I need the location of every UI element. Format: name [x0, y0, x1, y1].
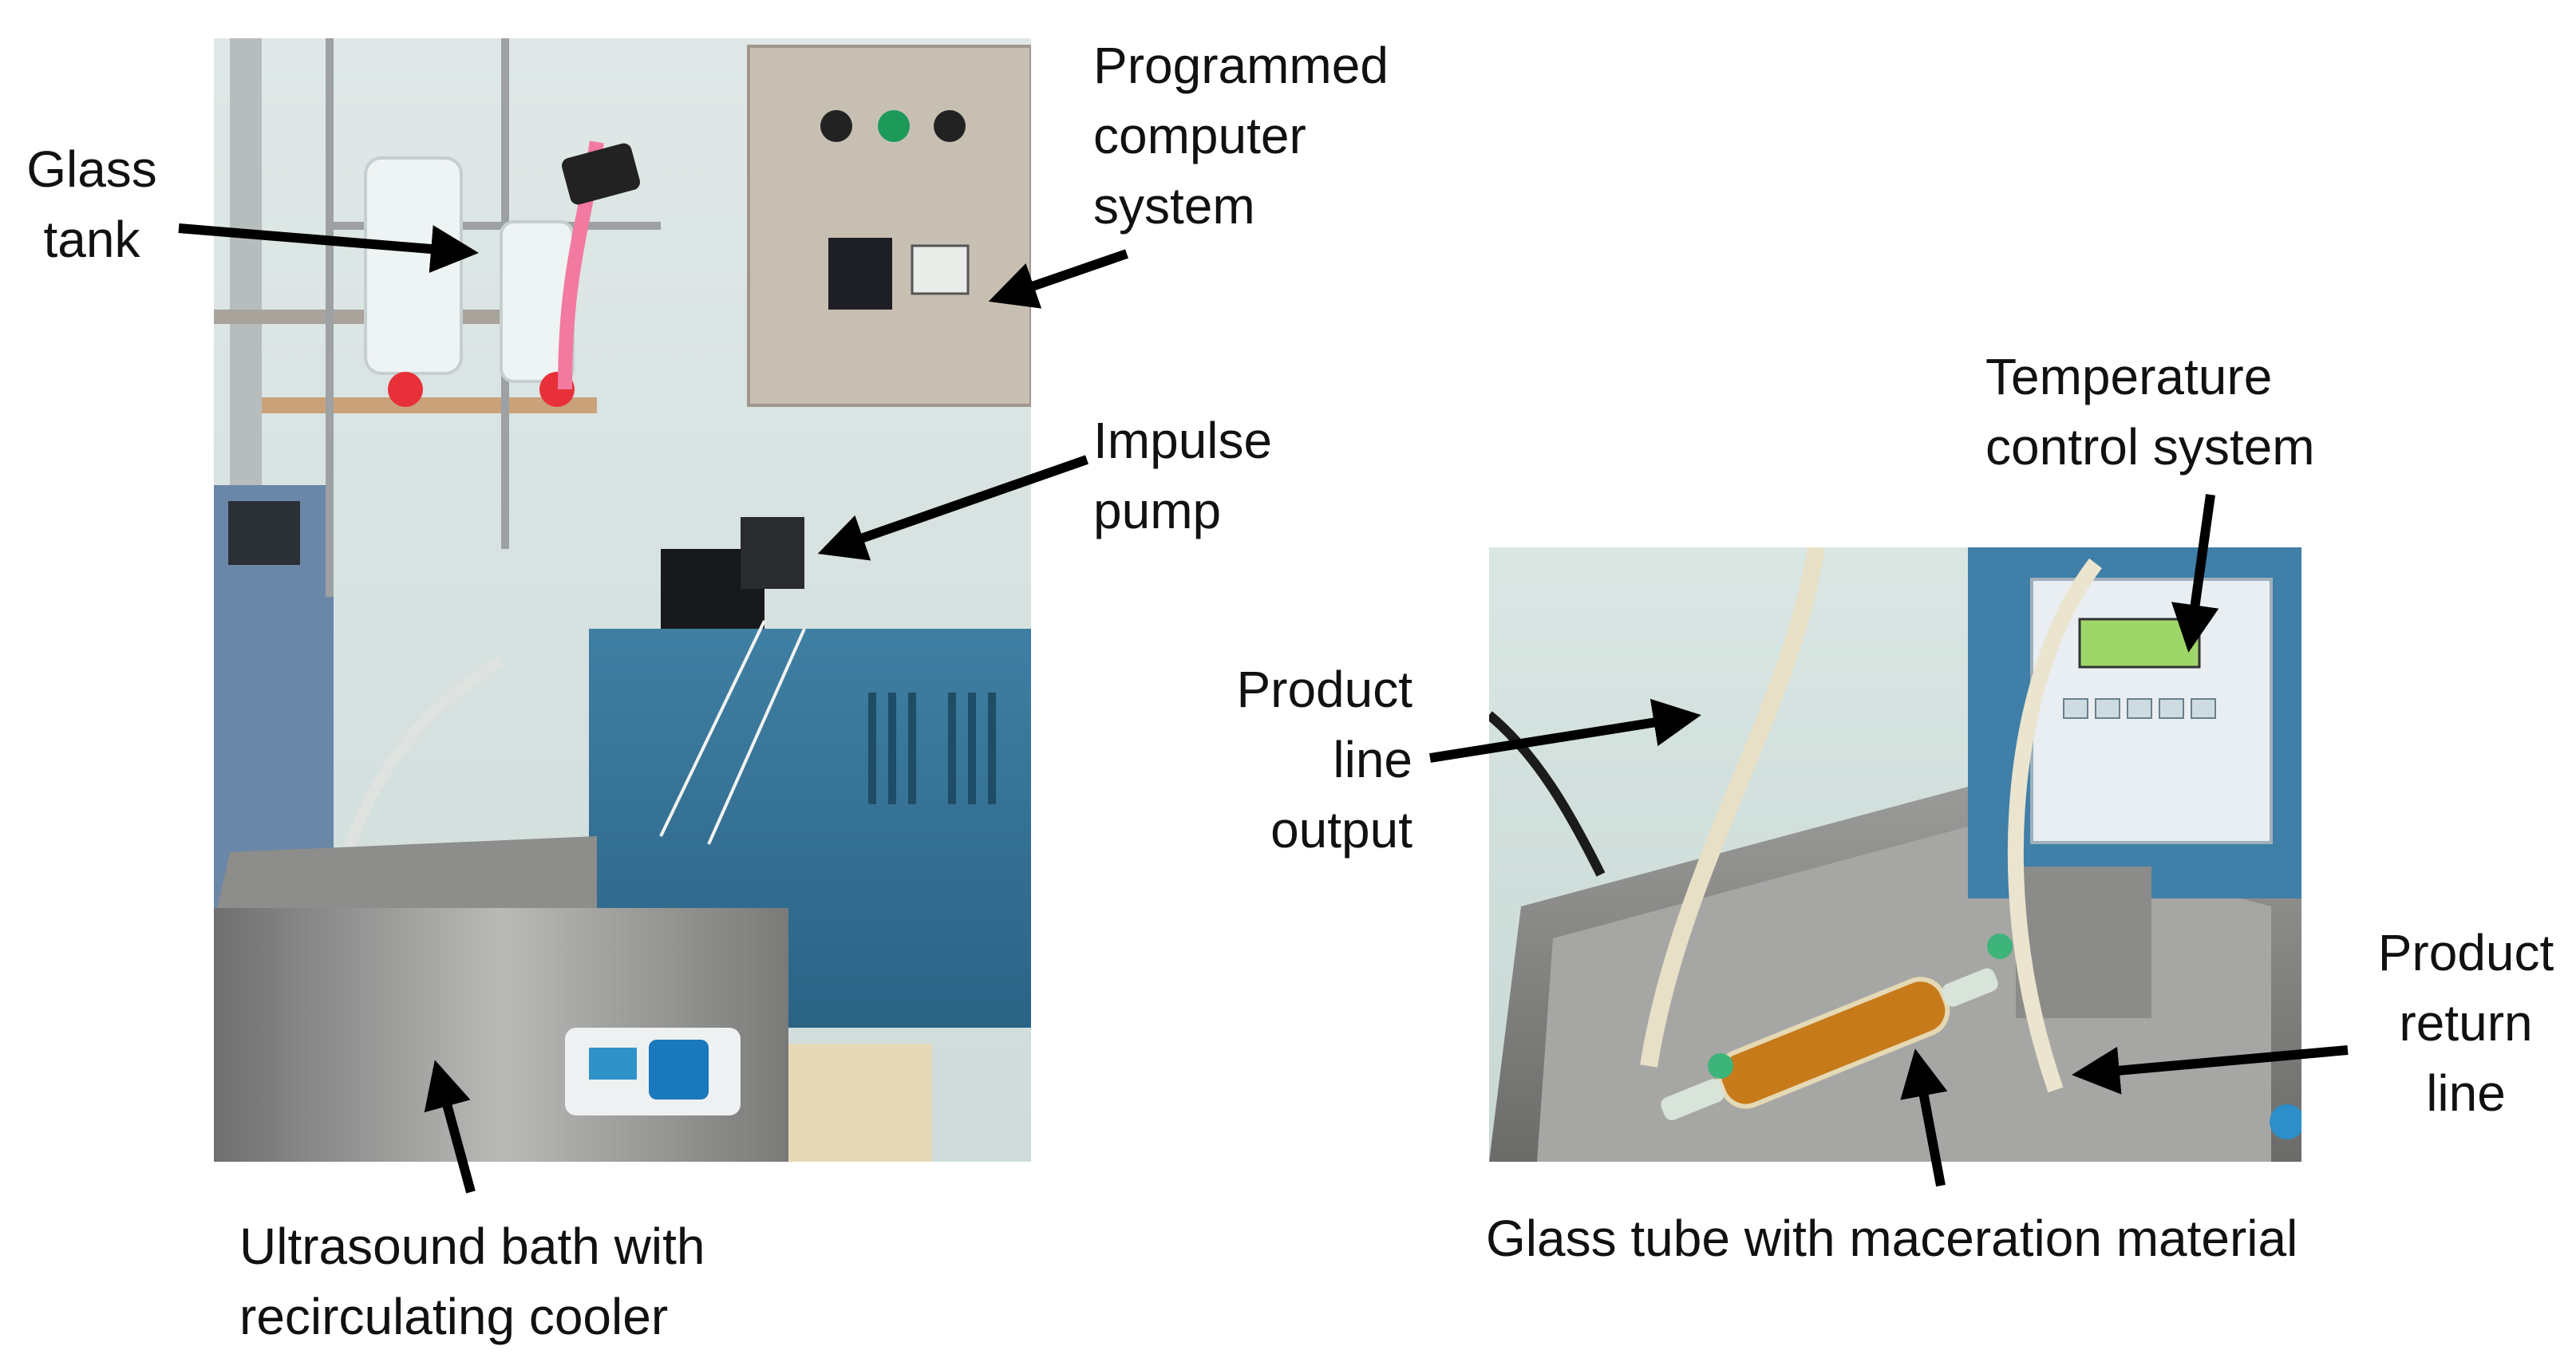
label-impulse-line-1: Impulse: [1093, 412, 1273, 469]
label-glass-tank: Glass tank: [16, 134, 168, 274]
label-product-line-output: Product line output: [1157, 654, 1412, 865]
label-product-return-line: Product return line: [2362, 918, 2570, 1128]
label-glass-tank-line-1: Glass: [26, 140, 157, 198]
label-ultrasound-line-1: Ultrasound bath with: [239, 1218, 705, 1275]
label-product-output-line-3: output: [1270, 801, 1412, 859]
label-temperature-control-system: Temperature control system: [1985, 342, 2315, 482]
label-product-return-line-1: Product: [2377, 924, 2554, 981]
label-programmed-line-1: Programmed: [1093, 37, 1389, 94]
label-ultrasound-bath: Ultrasound bath with recirculating coole…: [239, 1211, 705, 1352]
label-product-output-line-1: Product: [1236, 661, 1412, 718]
label-glass-tube: Glass tube with maceration material: [1486, 1203, 2297, 1273]
label-temperature-line-1: Temperature: [1985, 348, 2273, 405]
photo-left-setup: [214, 38, 1031, 1162]
label-ultrasound-line-2: recirculating cooler: [239, 1288, 669, 1345]
label-programmed-line-2: computer: [1093, 107, 1306, 164]
label-temperature-line-2: control system: [1985, 418, 2315, 476]
photo-right-detail: [1489, 547, 2301, 1162]
label-impulse-pump: Impulse pump: [1093, 405, 1272, 546]
label-glass-tube-line-1: Glass tube with maceration material: [1486, 1210, 2298, 1267]
label-product-return-line-2: return: [2399, 994, 2533, 1052]
label-impulse-line-2: pump: [1093, 482, 1222, 539]
photo-right-illustration: [1489, 547, 2301, 1162]
label-programmed-computer-system: Programmed computer system: [1093, 30, 1389, 241]
label-glass-tank-line-2: tank: [43, 211, 140, 268]
label-programmed-line-3: system: [1093, 177, 1255, 235]
photo-left-illustration: [214, 38, 1031, 1162]
label-product-output-line-2: line: [1333, 731, 1412, 788]
label-product-return-line-3: line: [2426, 1064, 2506, 1122]
